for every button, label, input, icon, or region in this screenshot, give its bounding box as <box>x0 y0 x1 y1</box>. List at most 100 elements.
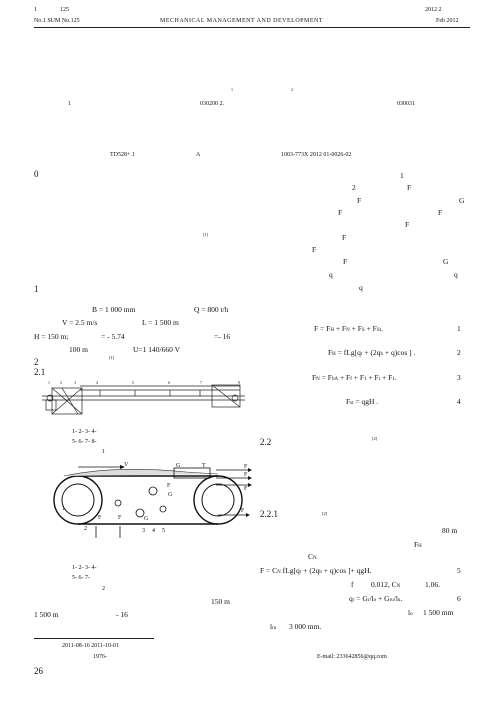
eq6-part-d: + G <box>378 594 390 603</box>
eq6-lhs: q <box>349 594 353 603</box>
eq6-part-c: /l <box>369 594 374 603</box>
svg-text:5: 5 <box>132 380 134 385</box>
lu-letter: l <box>270 622 273 631</box>
diagram-label-5: 5 <box>162 528 165 534</box>
length-1500m: 1 500 m <box>34 610 59 619</box>
page-number: 26 <box>34 666 43 676</box>
eq6-part-e: /l <box>393 594 398 603</box>
length-150m: 150 m <box>211 597 230 606</box>
eq6: qr = Gr/lo + Gru/lu. <box>349 594 403 603</box>
fig2-caption-line2: 5- 6- 7- <box>72 575 90 581</box>
diagram-label-3: 3 <box>142 528 145 534</box>
diagram-label-f1: 1 <box>62 506 65 512</box>
fig1-caption-line1: 1- 2- 3- 4- <box>72 429 97 435</box>
svg-text:2: 2 <box>60 380 62 385</box>
eq2-part-c: + (2q <box>364 348 381 357</box>
f-h-label: FH <box>414 540 422 549</box>
diagram-label-4: 4 <box>152 528 155 534</box>
affil-num: 1 <box>68 101 71 107</box>
param-100m: 100 m <box>69 345 88 354</box>
eq1-tail: + F <box>366 324 377 333</box>
section-2-2: 2.2 <box>260 437 272 447</box>
fig1-caption-line2: 5- 6- 7- 8- <box>72 439 97 445</box>
eq4-number: 4 <box>457 397 461 406</box>
diagram-label-f2: 2 <box>84 526 87 532</box>
header-rule <box>34 27 470 28</box>
clc-number: TD528+.1 <box>110 152 135 158</box>
param-u: U=1 140/660 V <box>133 345 181 354</box>
author-email: E-mail: 233642856@qq.com <box>317 654 387 660</box>
f-value: 0.012, CN <box>371 580 401 589</box>
rc-sec-1: 1 <box>400 171 404 180</box>
diagram-label-fw: F <box>244 486 248 492</box>
header-issue-num: 125 <box>60 7 69 13</box>
eq2: FH = fLg[qr + (2qb + q)cos ] . <box>328 348 416 357</box>
section-2: 2 <box>34 357 39 367</box>
cn-label: CN <box>308 552 317 561</box>
fig1-number: 1 <box>102 449 105 455</box>
rc-f-t: F <box>312 245 317 254</box>
eq2-lhs: F <box>328 348 333 357</box>
material-load-shape <box>63 468 219 477</box>
rc-q-l: q <box>454 270 458 279</box>
affil-2: 030031 <box>397 101 415 107</box>
figure-2-force-diagram: V G T F F F F G F 1 2 F F G 3 4 5 <box>53 462 252 538</box>
eq1-number: 1 <box>457 324 461 333</box>
eq3-number: 3 <box>457 373 461 382</box>
eq5: F = CN fLg[qr + (2qb + q)cos ]+ qgH. <box>260 566 372 575</box>
rc-f-st: F <box>438 208 443 217</box>
fig2-number: 2 <box>102 586 105 592</box>
eq4: Fst = qgH . <box>346 397 379 406</box>
doc-code: A <box>196 152 201 158</box>
rc-q-r: q <box>329 270 333 279</box>
section-0: 0 <box>34 169 39 179</box>
lu-value: 3 000 mm. <box>289 622 322 631</box>
author-sup-1: 1 <box>231 87 233 92</box>
header-date-en: Feb 2012 <box>436 18 459 24</box>
rc-f-w: F <box>405 220 410 229</box>
svg-text:8: 8 <box>238 380 240 385</box>
received-dates: 2011-08-16 2011-10-01 <box>62 643 120 649</box>
eq4-lhs: F <box>346 397 351 406</box>
rc-f-bu: F <box>342 233 347 242</box>
diagram-label-v: V <box>124 462 129 468</box>
eq1: F = FH + FN + FS + FSt. <box>314 324 383 333</box>
section-1: 1 <box>34 284 39 294</box>
section-2-1: 2.1 <box>34 367 46 377</box>
ref-2: [1] <box>109 355 115 360</box>
diagram-label-fst: F <box>167 483 171 489</box>
eq6-number: 6 <box>457 594 461 603</box>
angle-neg-16: - 16 <box>116 610 128 619</box>
f-value-text: 0.012, C <box>371 580 397 589</box>
length-80m: 80 m <box>442 526 458 535</box>
author-sup-2: 2 <box>291 87 293 92</box>
eq4-part-b: = qgH . <box>355 397 379 406</box>
diagram-label-ft: F <box>241 508 245 514</box>
lo-letter: l <box>408 608 411 617</box>
rc-f-r: F <box>407 183 412 192</box>
author-born: 1976- <box>93 654 107 660</box>
header-year-issue: 2012 2 <box>425 7 442 13</box>
fig2-caption-line1: 1- 2- 3- 4- <box>72 565 97 571</box>
param-16: =- 16 <box>214 332 231 341</box>
header-journal-en: MECHANICAL MANAGEMENT AND DEVELOPMENT <box>160 18 323 24</box>
rc-g-r: G <box>443 257 449 266</box>
eq1-lhs: F = F <box>314 324 331 333</box>
diagram-label-fm: F <box>244 472 248 478</box>
eq3-part-c: + F <box>339 373 351 382</box>
eq5-lhs: F = C <box>260 566 278 575</box>
ref-1: [1] <box>203 232 209 237</box>
diagram-label-gu: G <box>144 516 149 522</box>
lo-var: lo <box>408 608 413 617</box>
rc-q-b: q <box>359 283 363 292</box>
diagram-label-fk: F <box>98 515 102 521</box>
diagram-label-fgu: G <box>168 492 173 498</box>
eq2-number: 2 <box>457 348 461 357</box>
ref-2-2-1: [2] <box>322 511 328 516</box>
eq3: FN = FbA + Ff + F1 + Ft + F1. <box>312 373 397 382</box>
rc-sec-2: 2 <box>352 183 356 192</box>
eq3-part-b: = F <box>321 373 332 382</box>
cn-letter: C <box>308 552 314 561</box>
param-b: B = 1 000 mm <box>92 305 136 314</box>
